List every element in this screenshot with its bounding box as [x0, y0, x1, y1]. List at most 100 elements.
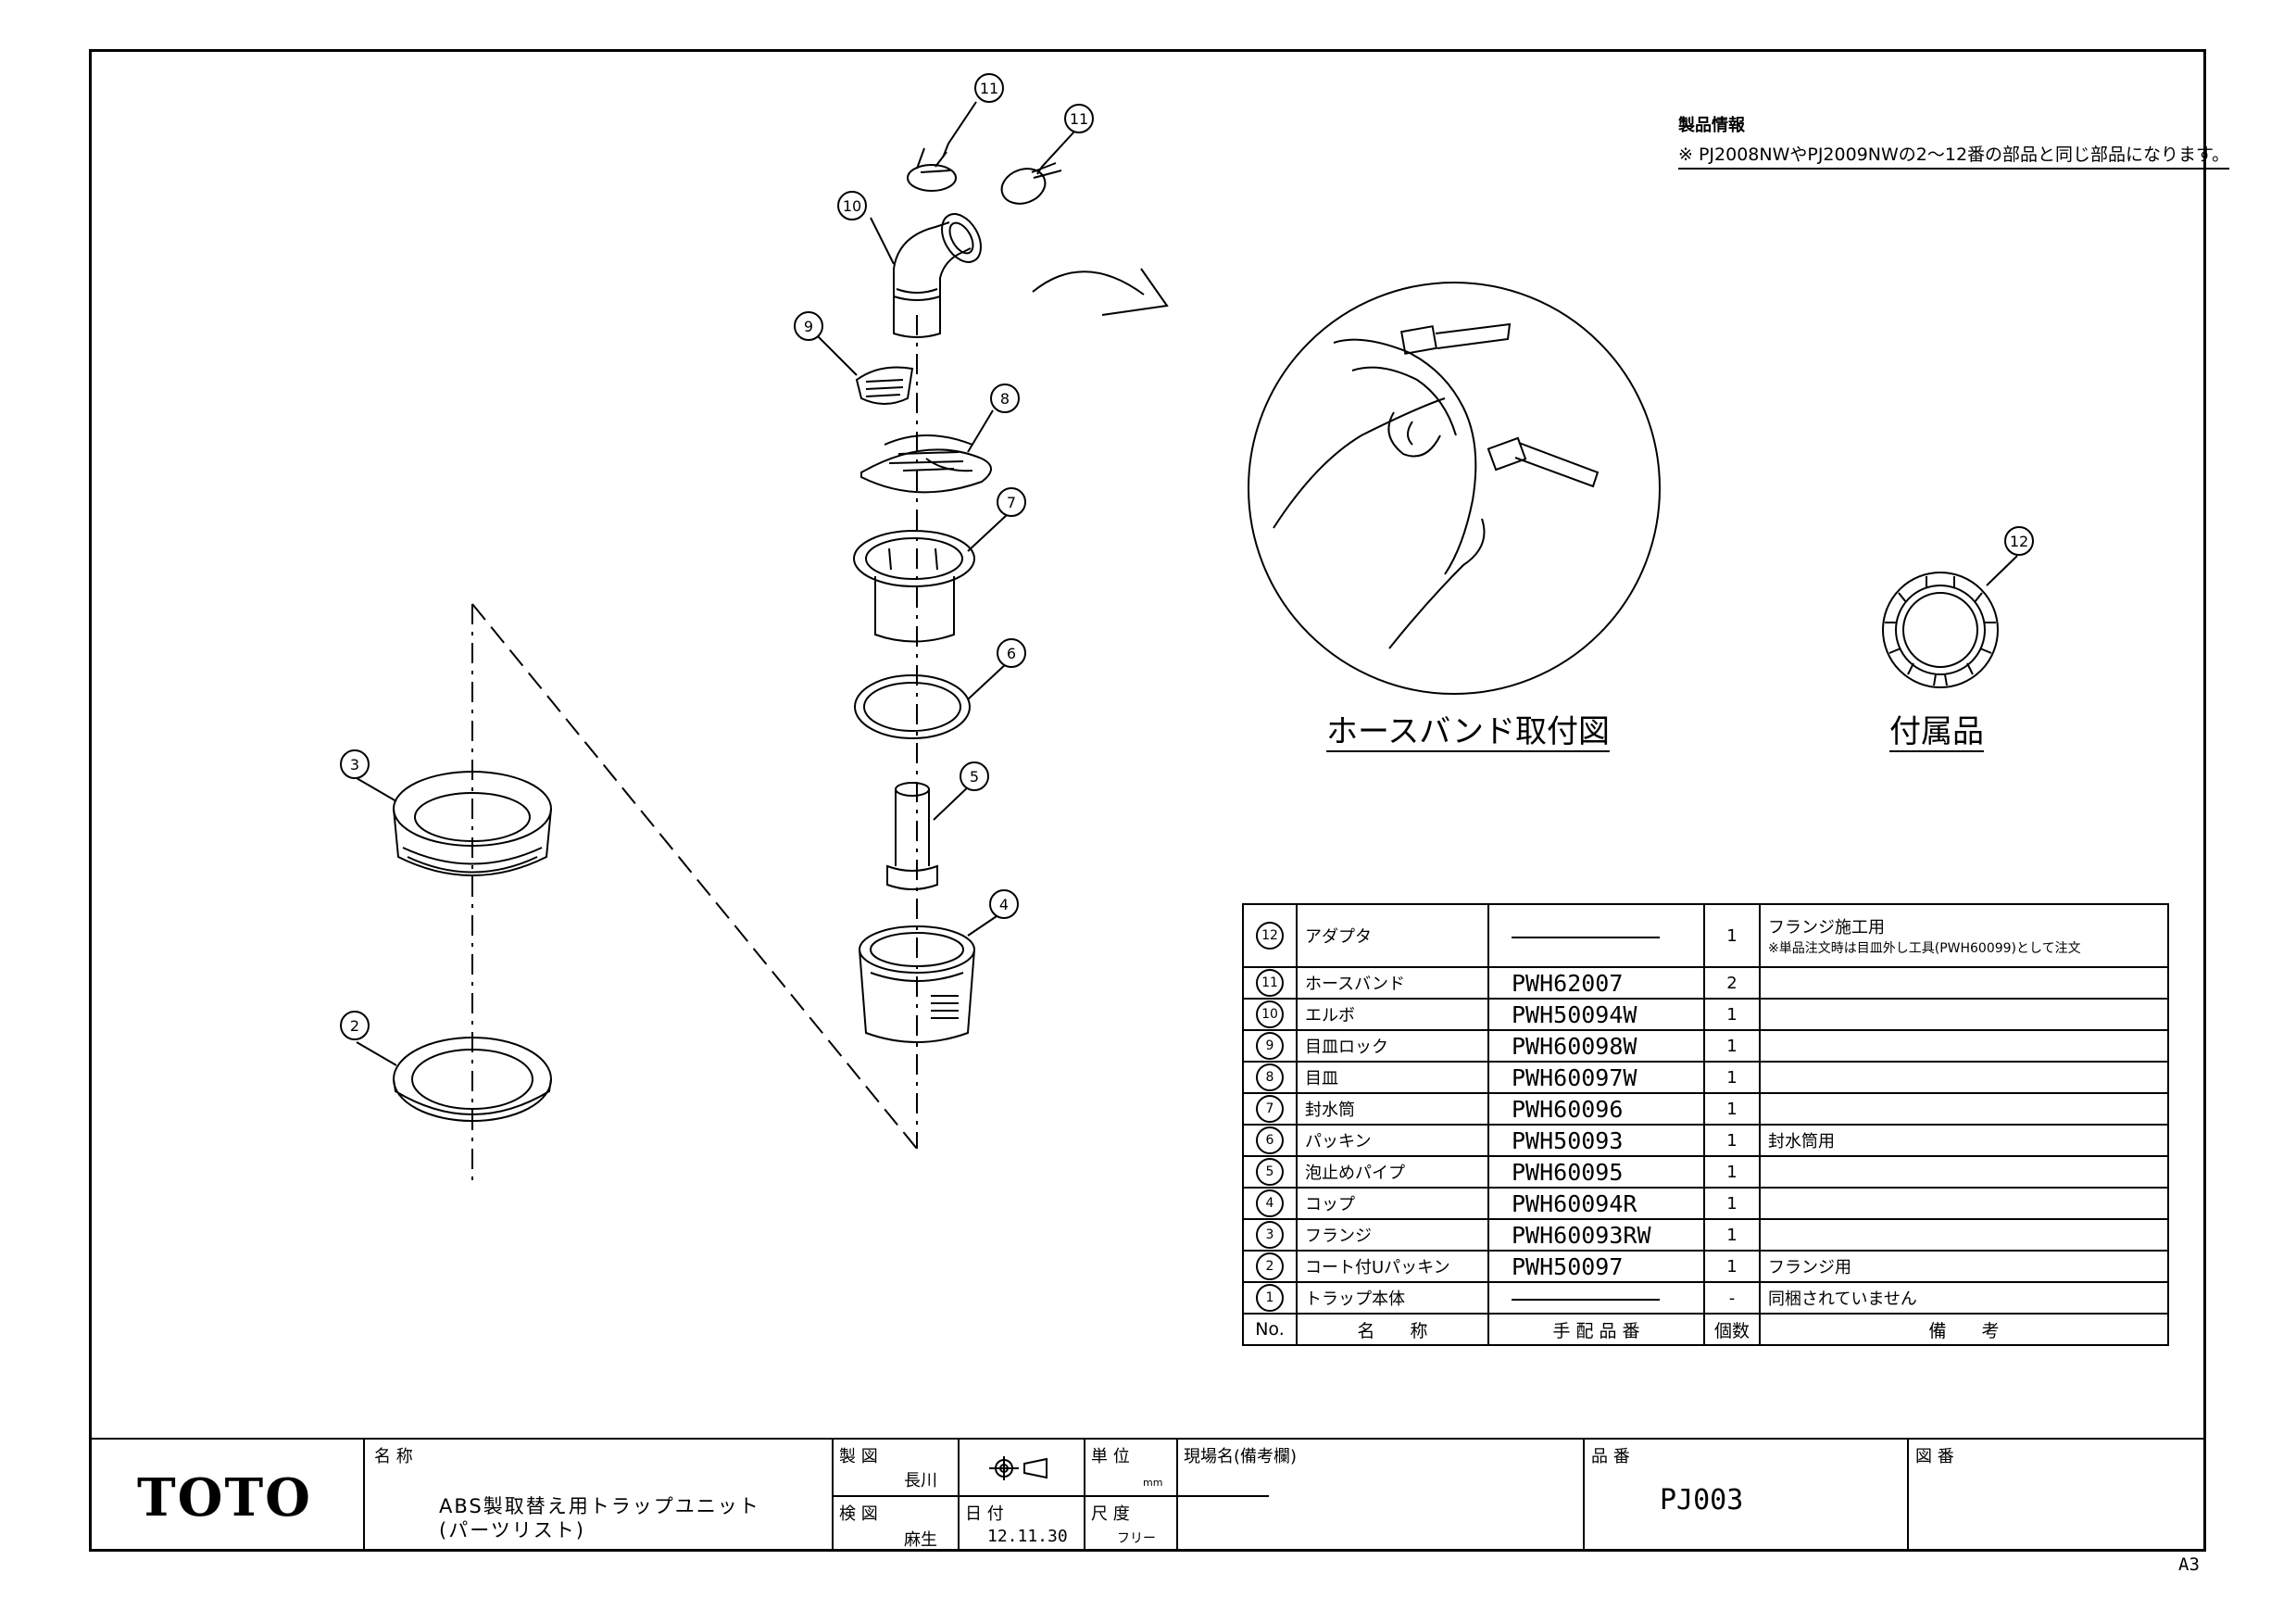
water-seal-cylinder-part: [853, 530, 975, 643]
leader-8: [967, 409, 994, 453]
quantity-cell: 1: [1703, 1124, 1761, 1157]
callout-10: 10: [837, 191, 867, 220]
leader-7: [967, 513, 1009, 552]
sheet-size: A3: [2178, 1554, 2200, 1575]
drawing-frame: [89, 49, 2206, 1552]
quantity-cell: 1: [1703, 1029, 1761, 1063]
strainer-lock-part: [855, 366, 914, 405]
callout-7: 7: [997, 487, 1026, 517]
quantity-cell: 1: [1703, 1218, 1761, 1252]
callout-11b: 11: [1064, 104, 1094, 133]
remark-cell: [1759, 1155, 2169, 1189]
checked-label: 検 図: [839, 1504, 878, 1524]
quantity-cell: -: [1703, 1281, 1761, 1315]
product-name-line1: ABS製取替え用トラップユニット: [439, 1495, 760, 1517]
detail-arrow-head: [1101, 268, 1169, 316]
part-number-cell: PWH50093: [1487, 1124, 1705, 1157]
remark-cell: [1759, 1218, 2169, 1252]
leader-10: [870, 217, 895, 265]
drawn-by: 長川: [904, 1471, 937, 1491]
flange-part: [393, 771, 552, 876]
item-number-circle: 11: [1256, 969, 1284, 997]
detail-arrow: [1032, 270, 1145, 296]
date-label: 日 付: [965, 1504, 1004, 1524]
remark-text: 封水筒用: [1768, 1132, 1835, 1151]
callout-4: 4: [989, 889, 1019, 919]
remark-note: ※単品注文時は目皿外し工具(PWH60099)として注文: [1768, 941, 2081, 956]
callout-11a: 11: [974, 73, 1004, 103]
item-number-circle: 9: [1256, 1032, 1284, 1060]
part-number-cell: PWH50097: [1487, 1250, 1705, 1283]
no-part-dash: [1512, 1298, 1660, 1301]
scale-label: 尺 度: [1091, 1504, 1130, 1524]
hose-band-part-a: [907, 147, 957, 192]
part-number-cell: PWH50094W: [1487, 998, 1705, 1031]
part-number-cell: PWH60093RW: [1487, 1218, 1705, 1252]
remark-text: 同梱されていません: [1768, 1290, 1917, 1309]
quantity-cell: 2: [1703, 966, 1761, 1000]
cup-part: [859, 925, 975, 1043]
callout-8: 8: [990, 384, 1020, 413]
part-name-cell: アダプタ: [1296, 903, 1489, 968]
svg-text:11: 11: [1070, 110, 1088, 128]
header-qty: 個数: [1703, 1313, 1761, 1346]
part-number-cell: [1487, 903, 1705, 968]
scale-value: フリー: [1117, 1531, 1156, 1546]
quantity-cell: 1: [1703, 998, 1761, 1031]
part-name-cell: 泡止めパイプ: [1296, 1155, 1489, 1189]
leader-9: [816, 334, 858, 376]
svg-text:10: 10: [843, 197, 861, 215]
date-value: 12.11.30: [987, 1527, 1068, 1546]
svg-text:4: 4: [999, 896, 1009, 913]
product-info-title: 製品情報: [1678, 116, 1745, 135]
toto-logo: TOTO: [137, 1467, 312, 1529]
quantity-cell: 1: [1703, 1155, 1761, 1189]
part-name-cell: フランジ: [1296, 1218, 1489, 1252]
title-block: TOTO 名 称 ABS製取替え用トラップユニット (パーツリスト) 製 図 長…: [89, 1438, 2206, 1552]
part-name-cell: エルボ: [1296, 998, 1489, 1031]
callout-6: 6: [997, 638, 1026, 668]
svg-text:12: 12: [2010, 533, 2028, 550]
svg-text:5: 5: [970, 768, 979, 786]
remark-cell: [1759, 1061, 2169, 1094]
remark-cell: [1759, 998, 2169, 1031]
unit-value: mm: [1143, 1477, 1163, 1489]
adapter-part: [1882, 572, 1999, 688]
header-part: 手 配 品 番: [1487, 1313, 1705, 1346]
svg-text:9: 9: [804, 318, 813, 335]
item-number-circle: 2: [1256, 1252, 1284, 1280]
no-part-dash: [1512, 936, 1660, 938]
part-name-cell: パッキン: [1296, 1124, 1489, 1157]
header-name: 名 称: [1296, 1313, 1489, 1346]
leader-6: [967, 661, 1009, 700]
item-number-circle: 3: [1256, 1221, 1284, 1249]
part-name-cell: 目皿: [1296, 1061, 1489, 1094]
part-number-cell: PWH62007: [1487, 966, 1705, 1000]
svg-text:2: 2: [350, 1017, 359, 1035]
checked-by: 麻生: [904, 1530, 937, 1550]
item-number-circle: 6: [1256, 1126, 1284, 1154]
callout-9: 9: [794, 311, 823, 341]
part-number-cell: PWH60094R: [1487, 1187, 1705, 1220]
accessory-caption: 付属品: [1889, 713, 1984, 752]
remark-cell: [1759, 1092, 2169, 1126]
table-header-row: No.名 称手 配 品 番個数備 考: [1242, 1313, 2169, 1346]
svg-text:11: 11: [980, 80, 998, 97]
item-number-circle: 12: [1256, 922, 1284, 950]
part-number-cell: PWH60096: [1487, 1092, 1705, 1126]
item-number-circle: 7: [1256, 1095, 1284, 1123]
item-number-circle: 4: [1256, 1189, 1284, 1217]
quantity-cell: 1: [1703, 903, 1761, 968]
part-number-cell: [1487, 1281, 1705, 1315]
svg-text:7: 7: [1007, 494, 1016, 511]
part-name-cell: 封水筒: [1296, 1092, 1489, 1126]
leader-5: [933, 782, 973, 821]
callout-3: 3: [340, 749, 370, 779]
